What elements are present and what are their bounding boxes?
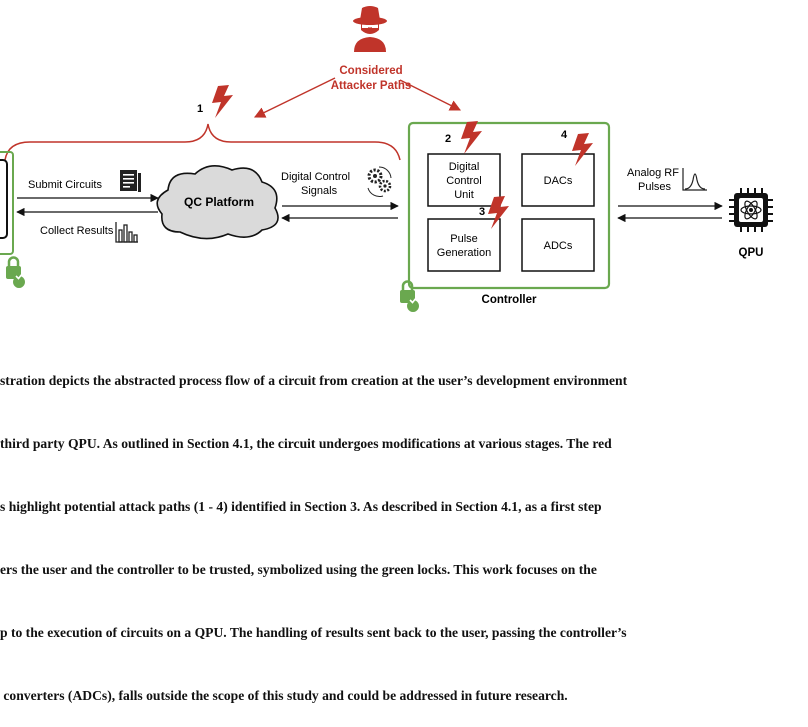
- collect-label: Collect Results: [40, 225, 114, 237]
- lightning-icon: [461, 121, 482, 154]
- adcs-label: ADCs: [544, 240, 573, 252]
- controller-box: [407, 121, 611, 290]
- attack-arrow-left: [253, 77, 336, 118]
- pulse-icon: [682, 168, 707, 191]
- attack-surface-brace: [4, 123, 401, 161]
- dacs-label: DACs: [544, 175, 573, 187]
- pulse-line1: Pulse: [450, 233, 478, 245]
- pulse-box: [427, 218, 501, 272]
- user-trust-boundary: [0, 151, 14, 255]
- dcu-line1: Digital: [449, 161, 480, 173]
- digital-control-line1: Digital Control: [281, 171, 350, 183]
- lightning-icon: [212, 85, 233, 118]
- threat-model-diagram: Considered Attacker Paths 1 Submit Circu…: [0, 6, 773, 314]
- analog-line2: Pulses: [638, 181, 672, 193]
- dcu-box: [427, 153, 501, 207]
- document-icon: [120, 170, 141, 192]
- controller-title: Controller: [482, 294, 537, 306]
- attack-number-1: 1: [197, 103, 203, 115]
- attack-number-3: 3: [479, 206, 485, 218]
- digital-control-line2: Signals: [301, 185, 338, 197]
- caption-line: s highlight potential attack paths (1 - …: [0, 499, 602, 514]
- dacs-box: [521, 153, 595, 207]
- figure-caption: stration depicts the abstracted process …: [0, 328, 800, 727]
- lock-icon: [4, 256, 27, 290]
- chip-atom-icon: [729, 188, 773, 232]
- attack-number-4: 4: [561, 129, 568, 141]
- qpu-label: QPU: [739, 247, 764, 259]
- caption-line: p to the execution of circuits on a QPU.…: [0, 625, 627, 640]
- dcu-line2: Control: [446, 175, 481, 187]
- caption-line: ers the user and the controller to be tr…: [0, 562, 597, 577]
- user-box-edge: [0, 159, 8, 239]
- hacker-icon: [353, 6, 387, 52]
- attack-number-2: 2: [445, 133, 451, 145]
- qc-platform-cloud: [156, 165, 279, 240]
- caption-line: third party QPU. As outlined in Section …: [0, 436, 612, 451]
- platform-label: QC Platform: [184, 195, 254, 209]
- caption-line: stration depicts the abstracted process …: [0, 373, 628, 388]
- attack-arrow-right: [399, 79, 462, 111]
- caption-line: converters (ADCs), falls outside the sco…: [0, 688, 568, 703]
- gears-icon: [367, 166, 392, 197]
- submit-label: Submit Circuits: [28, 179, 102, 191]
- adcs-box: [521, 218, 595, 272]
- attacker-label-line1: Considered: [339, 65, 402, 77]
- bar-chart-icon: [115, 222, 138, 243]
- pulse-line2: Generation: [437, 247, 491, 259]
- analog-line1: Analog RF: [627, 167, 679, 179]
- attacker-label-line2: Attacker Paths: [331, 80, 412, 92]
- dcu-line3: Unit: [454, 189, 474, 201]
